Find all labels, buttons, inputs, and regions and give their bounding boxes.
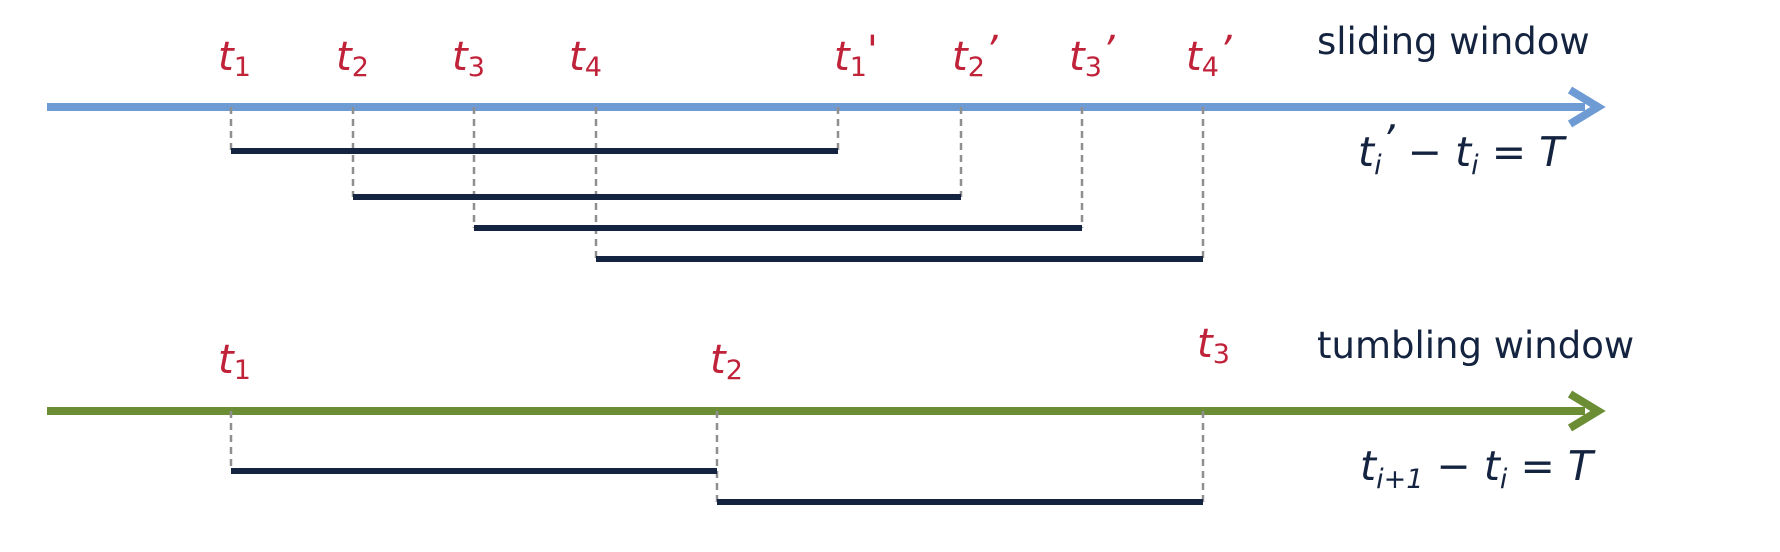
sliding-label-t2: t2 — [336, 34, 369, 83]
sliding-label-t3-prime: t3’ — [1069, 28, 1116, 83]
tumbling-label-t2: t2 — [710, 337, 743, 386]
sliding-axis-arrowhead — [1567, 86, 1606, 128]
tumbling-window-title: tumbling window — [1317, 324, 1634, 367]
sliding-window-section: t1 t2 t3 t4 t1' t2’ t3’ t4’ sliding wind… — [47, 20, 1606, 262]
tumbling-label-t1: t1 — [218, 337, 251, 386]
sliding-label-t2-prime: t2’ — [952, 28, 999, 83]
sliding-label-t4-prime: t4’ — [1186, 28, 1233, 83]
tumbling-label-t3: t3 — [1197, 321, 1230, 370]
tumbling-window-section: t1 t2 t3 tumbling window ti+1 − ti = T — [47, 321, 1634, 505]
sliding-label-t1: t1 — [218, 34, 251, 83]
sliding-window-formula: ti’ − ti = T — [1358, 116, 1567, 181]
sliding-label-t1-prime: t1' — [834, 28, 878, 83]
sliding-label-t4: t4 — [569, 34, 602, 83]
sliding-window-title: sliding window — [1317, 20, 1590, 63]
tumbling-axis-arrowhead — [1567, 390, 1606, 432]
sliding-label-t3: t3 — [452, 34, 485, 83]
tumbling-window-formula: ti+1 − ti = T — [1360, 442, 1596, 495]
